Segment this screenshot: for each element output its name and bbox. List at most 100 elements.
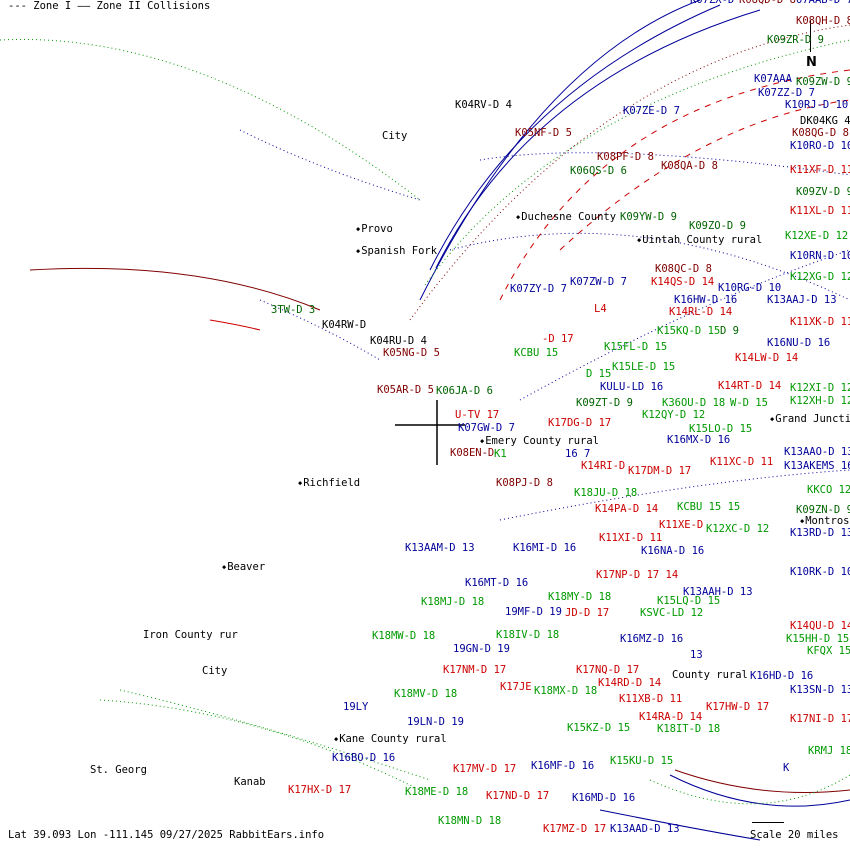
station-label[interactable]: K17ND-D 17 [486,790,550,802]
station-label[interactable]: K18ME-D 18 [405,786,469,798]
station-label[interactable]: K15KU-D 15 [610,755,674,767]
station-label[interactable]: K14LW-D 14 [735,352,799,364]
station-label[interactable]: K07ZY-D 7 [510,283,567,295]
station-label[interactable]: K08QD-D 8 [739,0,796,6]
station-label[interactable]: KFQX 15 [807,645,850,657]
station-label[interactable]: K09ZT-D 9 [576,397,633,409]
station-label[interactable]: K10RO-D 10 [790,140,850,152]
station-label[interactable]: K10RG-D 10 [718,282,782,294]
station-label[interactable]: K07ZE-D 7 [623,105,680,117]
station-label[interactable]: K12XI-D 12 [790,382,850,394]
station-label[interactable]: K10RN-D 10 [790,250,850,262]
station-label[interactable]: K11XF-D 11 [790,164,850,176]
station-label[interactable]: K13RD-D 13 [790,527,850,539]
station-label[interactable]: K13AAJ-D 13 [767,294,837,306]
station-label[interactable]: K18MJ-D 18 [421,596,485,608]
station-label[interactable]: K17HX-D 17 [288,784,352,796]
station-label[interactable]: K08QH-D 8 [796,15,850,27]
station-label[interactable]: K18IT-D 18 [657,723,721,735]
station-label[interactable]: K11XL-D 11 [790,205,850,217]
station-label[interactable]: K14RI-D [581,460,626,472]
station-label[interactable]: K17NM-D 17 [443,664,507,676]
station-label[interactable]: K17JE [500,681,532,693]
station-label[interactable]: K18IV-D 18 [496,629,560,641]
station-label[interactable]: K12XG-D 12 [790,271,850,283]
station-label[interactable]: K13AAO-D 13 [784,446,850,458]
station-label[interactable]: K17DG-D 17 [548,417,612,429]
station-label[interactable]: K18JU-D 18 [574,487,638,499]
station-label[interactable]: 19MF-D 19 [505,606,562,618]
station-label[interactable]: K11XC-D 11 [710,456,774,468]
station-label[interactable]: K04RV-D 4 [455,99,512,111]
station-label[interactable]: K04RU-D 4 [370,335,427,347]
station-label[interactable]: K17MV-D 17 [453,763,517,775]
station-label[interactable]: K12XC-D 12 [706,523,770,535]
station-label[interactable]: K10RJ-D 10 [785,99,849,111]
station-label[interactable]: K07ZX-D [690,0,735,6]
station-label[interactable]: K16MT-D 16 [465,577,529,589]
station-label[interactable]: K16MD-D 16 [572,792,636,804]
station-label[interactable]: JD-D 17 [565,607,610,619]
station-label[interactable]: K08QC-D 8 [655,263,712,275]
station-label[interactable]: KRMJ 18 [808,745,850,757]
station-label[interactable]: K11XI-D 11 [599,532,663,544]
station-label[interactable]: 07AAB-D 7 [796,0,850,6]
station-label[interactable]: D 15 [586,368,612,380]
station-label[interactable]: K15HH-D 15 [786,633,850,645]
station-label[interactable]: K16MZ-D 16 [620,633,684,645]
station-label[interactable]: K14RD-D 14 [598,677,662,689]
station-label[interactable]: K17MZ-D 17 [543,823,607,835]
station-label[interactable]: K07ZZ-D 7 [758,87,815,99]
station-label[interactable]: 19LN-D 19 [407,716,464,728]
station-label[interactable]: KSVC-LD 12 [640,607,704,619]
station-label[interactable]: K18MX-D 18 [534,685,598,697]
station-label[interactable]: K14PA-D 14 [595,503,659,515]
station-label[interactable]: K13SN-D 13 [790,684,850,696]
station-label[interactable]: K15LQ-D 15 [657,595,721,607]
station-label[interactable]: K09ZV-D 9 [796,186,850,198]
station-label[interactable]: KKCO 12 [807,484,850,496]
station-label[interactable]: K13AAH-D 13 [683,586,753,598]
station-label[interactable]: K1 [494,448,507,460]
station-label[interactable]: K15LE-D 15 [612,361,676,373]
station-label[interactable]: K18MN-D 18 [438,815,502,827]
station-label[interactable]: K36OU-D 18 [662,397,726,409]
station-label[interactable]: K09YW-D 9 [620,211,677,223]
station-label[interactable]: K11XE-D [659,519,704,531]
station-label[interactable]: K [783,762,790,774]
station-label[interactable]: K13AKEMS 16 [784,460,850,472]
station-label[interactable]: K14RL-D 14 [669,306,733,318]
station-label[interactable]: 13 [690,649,703,661]
station-label[interactable]: K15FL-D 15 [604,341,668,353]
station-label[interactable]: K16MI-D 16 [513,542,577,554]
station-label[interactable]: K05AR-D 5 [377,384,434,396]
station-label[interactable]: K09ZN-D 9 [796,504,850,516]
station-label[interactable]: 16 7 [565,448,591,460]
station-label[interactable]: 19GN-D 19 [453,643,510,655]
station-label[interactable]: K17HW-D 17 [706,701,770,713]
station-label[interactable]: K05NF-D 5 [515,127,572,139]
station-label[interactable]: K12XE-D 12 [785,230,849,242]
station-label[interactable]: K04RW-D [322,319,367,331]
station-label[interactable]: K13AAM-D 13 [405,542,475,554]
station-label[interactable]: K07AAA [754,73,792,85]
station-label[interactable]: K09ZR-D 9 [767,34,824,46]
station-label[interactable]: K16HD-D 16 [750,670,814,682]
station-label[interactable]: K15KQ-D 15 [657,325,721,337]
station-label[interactable]: KCBU 15 15 [677,501,741,513]
station-label[interactable]: K17NQ-D 17 [576,664,640,676]
station-label[interactable]: K10RK-D 10 [790,566,850,578]
station-label[interactable]: 3TW-D 3 [271,304,316,316]
station-label[interactable]: K08PJ-D 8 [496,477,553,489]
station-label[interactable]: K14RA-D 14 [639,711,703,723]
station-label[interactable]: K17DM-D 17 [628,465,692,477]
station-label[interactable]: K09ZW-D 9 [796,76,850,88]
station-label[interactable]: K08QA-D 8 [661,160,718,172]
station-label[interactable]: 19LY [343,701,369,713]
station-label[interactable]: K16MX-D 16 [667,434,731,446]
station-label[interactable]: K18MW-D 18 [372,630,436,642]
station-label[interactable]: K16MF-D 16 [531,760,595,772]
station-label[interactable]: K17NP-D 17 14 [596,569,679,581]
station-label[interactable]: K15KZ-D 15 [567,722,631,734]
station-label[interactable]: -D 17 [542,333,574,345]
